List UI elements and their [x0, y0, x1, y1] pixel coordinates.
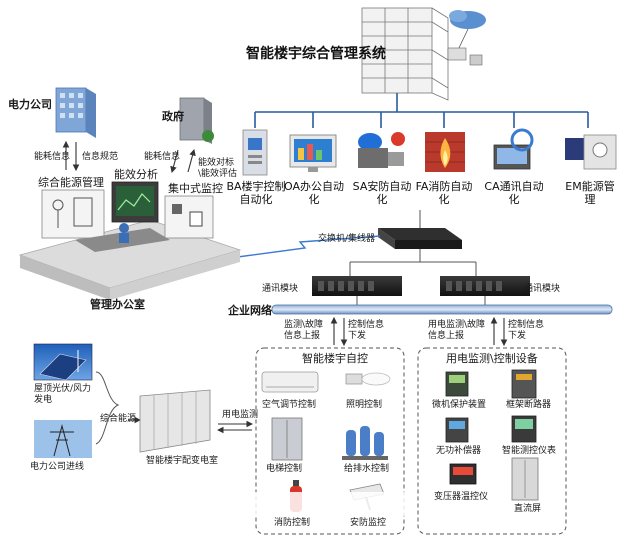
transformer-temp-icon	[449, 463, 477, 485]
lighting-bulb-icon	[345, 372, 391, 386]
rooftop-label: 屋顶光伏/风力发电	[34, 384, 92, 405]
fa-system-icon	[425, 132, 465, 172]
power-devices-title: 用电监测\控制设备	[446, 352, 538, 365]
gov-energy-info-label: 能耗信息	[144, 152, 181, 162]
smart-control-panel	[255, 347, 405, 535]
oa-system-icon	[289, 134, 337, 172]
switch-label: 交换机/集线器	[318, 234, 376, 244]
system-ba-label: BA楼宇控制自动化	[226, 180, 286, 206]
energy-info-label: 能耗信息	[34, 152, 71, 162]
power-device-item-protection: 微机保护装置	[432, 400, 487, 410]
building-wireframe-icon	[361, 7, 449, 101]
system-sa-label: SA安防自动化	[352, 180, 412, 206]
integrated-energy-label: 综合能源管理	[38, 176, 104, 189]
system-ca-label: CA通讯自动化	[484, 180, 544, 206]
comm-module-1-label: 通讯模块	[262, 284, 299, 294]
switch-hub-icon	[378, 228, 462, 249]
integrated-energy-source-label: 综合能源	[100, 414, 137, 424]
central-monitor-label: 集中式监控	[168, 182, 223, 195]
switch-links	[349, 210, 477, 276]
government-label: 政府	[162, 110, 184, 123]
office-room-illustration	[18, 181, 242, 300]
reactive-compensator-icon	[445, 417, 469, 443]
smart-control-item-fire: 消防控制	[274, 518, 311, 528]
power-monitor-up-label: 用电监测\故障信息上报	[428, 320, 486, 341]
smart-control-item-lighting: 照明控制	[346, 400, 383, 410]
ba-system-icon	[242, 129, 268, 176]
substation-label: 智能楼宇配变电室	[146, 456, 219, 466]
comm-module-1-icon	[312, 276, 402, 296]
elevator-icon	[271, 417, 303, 461]
smart-control-item-ac: 空气调节控制	[262, 400, 317, 410]
substation-cabinet-icon	[139, 389, 211, 453]
energy-bracket	[95, 371, 120, 445]
comm-module-2-icon	[440, 276, 530, 296]
utility-line-image	[34, 420, 92, 458]
comm-module-2-label: 通讯模块	[524, 284, 561, 294]
solar-wind-image	[33, 343, 93, 381]
smart-control-title: 智能楼宇自控	[302, 352, 368, 365]
frame-breaker-icon	[511, 369, 537, 399]
system-fa-label: FA消防自动化	[415, 180, 473, 206]
utility-line-label: 电力公司进线	[30, 462, 85, 472]
control-down-2-label: 控制信息下发	[508, 320, 545, 341]
power-device-item-meter: 智能测控仪表	[502, 446, 557, 456]
power-company-label: 电力公司	[8, 98, 52, 111]
ca-system-icon	[493, 128, 534, 170]
power-device-item-breaker: 框架断路器	[506, 400, 552, 410]
efficiency-analysis-label: 能效分析	[114, 168, 158, 181]
smart-meter-icon	[511, 415, 537, 443]
blur-overlay	[210, 492, 410, 516]
power-company-building-icon	[55, 87, 96, 138]
enterprise-network-bar	[271, 304, 613, 315]
smart-control-item-elevator: 电梯控制	[266, 464, 303, 474]
power-device-panel	[417, 347, 567, 535]
info-spec-label: 信息规范	[82, 152, 119, 162]
top-bus-lines	[254, 93, 589, 128]
data-flow-arrows	[330, 316, 508, 347]
system-oa-label: OA办公自动化	[284, 180, 344, 206]
government-building-icon	[179, 97, 214, 144]
smart-control-item-water: 给排水控制	[344, 464, 390, 474]
monitor-up-label: 监测\故障信息上报	[284, 320, 324, 341]
enterprise-network-label: 企业网络	[228, 304, 272, 317]
power-device-item-compensator: 无功补偿器	[436, 446, 482, 456]
power-monitor-arrow	[216, 420, 254, 434]
compare-eval-label: 能效对标\能效评估	[198, 158, 238, 179]
sa-system-icon	[358, 132, 405, 168]
microcomputer-protection-icon	[445, 371, 469, 397]
power-monitor-label: 用电监测	[222, 410, 259, 420]
power-device-item-dc: 直流屏	[514, 504, 542, 514]
mgmt-office-label: 管理办公室	[90, 298, 145, 311]
air-conditioner-icon	[261, 371, 319, 393]
smart-control-item-security: 安防监控	[350, 518, 387, 528]
water-pump-icon	[342, 426, 388, 460]
flow-arrows-left	[62, 140, 196, 174]
em-system-icon	[565, 134, 617, 170]
control-down-1-label: 控制信息下发	[348, 320, 385, 341]
dc-panel-icon	[511, 457, 539, 501]
system-em-label: EM能源管理	[565, 180, 615, 206]
cloud-network-icon	[447, 10, 486, 66]
diagram-title: 智能楼宇综合管理系统	[246, 46, 386, 62]
power-device-item-transformer: 变压器温控仪	[434, 492, 489, 502]
